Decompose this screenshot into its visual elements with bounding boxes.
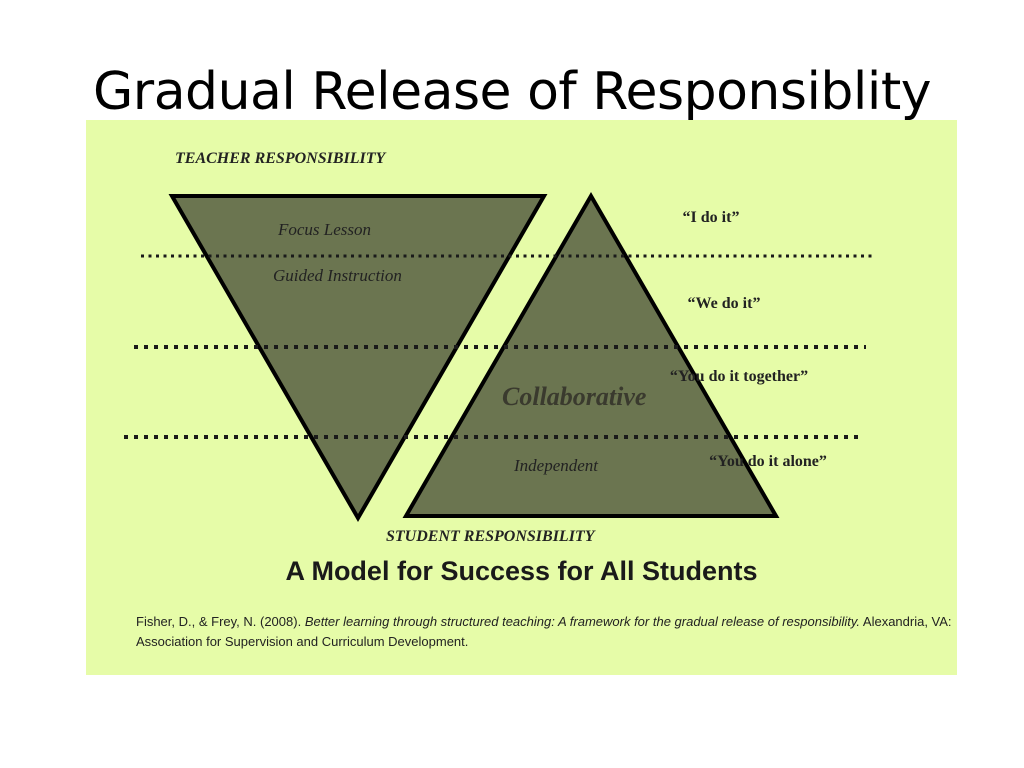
independent-label: Independent: [514, 456, 599, 475]
collaborative-label: Collaborative: [502, 382, 647, 411]
phrase-you-do-it-alone: “You do it alone”: [709, 453, 827, 470]
teacher-responsibility-heading: TEACHER RESPONSIBILITY: [175, 150, 386, 167]
citation-publisher: Alexandria, VA: Association for Supervis…: [136, 614, 952, 649]
phrase-i-do-it: “I do it”: [682, 209, 740, 226]
student-responsibility-heading: STUDENT RESPONSIBILITY: [386, 528, 595, 545]
diagram-panel: TEACHER RESPONSIBILITY STUDENT RESPONSIB…: [86, 120, 957, 675]
phrase-we-do-it: “We do it”: [687, 295, 761, 312]
teacher-triangle: [168, 194, 548, 522]
citation: Fisher, D., & Frey, N. (2008). Better le…: [136, 612, 956, 652]
citation-authors: Fisher, D., & Frey, N. (2008).: [136, 614, 305, 629]
model-title: A Model for Success for All Students: [285, 556, 758, 586]
guided-instruction-label: Guided Instruction: [273, 266, 402, 285]
citation-work: Better learning through structured teach…: [304, 614, 861, 629]
focus-lesson-label: Focus Lesson: [278, 220, 372, 239]
student-triangle: [402, 192, 780, 518]
phrase-you-do-it-together: “You do it together”: [669, 368, 809, 385]
slide-title: Gradual Release of Responsiblity: [93, 62, 931, 122]
gradual-release-diagram: [124, 192, 876, 522]
